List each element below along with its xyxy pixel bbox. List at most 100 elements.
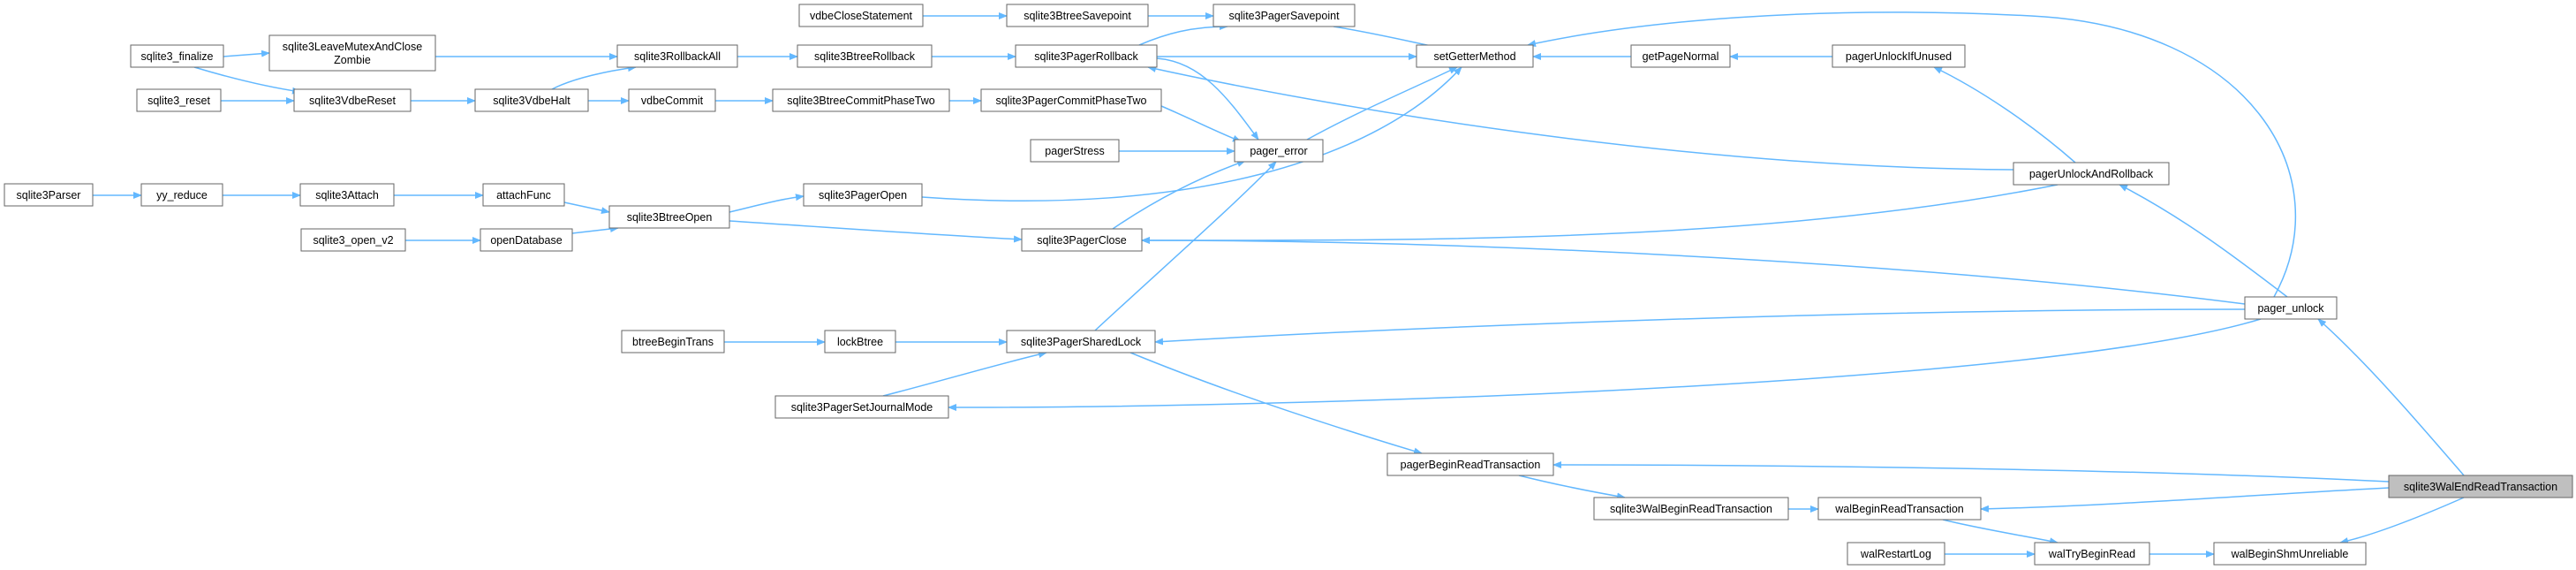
node-label: sqlite3WalBeginReadTransaction [1610, 503, 1772, 515]
node-box [980, 88, 1162, 112]
node-box [299, 183, 395, 207]
node-vdbeCommit[interactable]: vdbeCommit [628, 88, 716, 112]
node-label: sqlite3PagerSharedLock [1021, 336, 1142, 348]
node-sqlite3BtreeRollback[interactable]: sqlite3BtreeRollback [797, 44, 933, 68]
node-label: sqlite3PagerSetJournalMode [791, 401, 933, 414]
node-walTryBeginRead[interactable]: walTryBeginRead [2034, 542, 2150, 566]
node-box [130, 44, 224, 68]
node-label: sqlite3_open_v2 [313, 234, 393, 247]
node-label: sqlite3_reset [147, 95, 210, 107]
edge-sqlite3PagerOpen-to-setGetterMethod [921, 66, 1462, 201]
node-pager_unlock[interactable]: pager_unlock [2244, 296, 2338, 320]
node-label: Zombie [334, 54, 371, 66]
node-box [1593, 497, 1789, 521]
node-pagerUnlockIfUnused[interactable]: pagerUnlockIfUnused [1832, 44, 1966, 68]
node-label: sqlite3BtreeSavepoint [1024, 10, 1131, 22]
node-box [2244, 296, 2338, 320]
node-box [293, 88, 412, 112]
node-yy_reduce[interactable]: yy_reduce [140, 183, 223, 207]
node-label: lockBtree [837, 336, 883, 348]
node-label: getPageNormal [1643, 50, 1719, 63]
node-sqlite3PagerSavepoint[interactable]: sqlite3PagerSavepoint [1212, 4, 1356, 27]
node-openDatabase[interactable]: openDatabase [480, 228, 573, 252]
edge-sqlite3WalEndReadTransaction-to-walBeginReadTransaction [1980, 487, 2390, 513]
node-label: pagerBeginReadTransaction [1401, 459, 1541, 471]
edge-pager_unlock-to-sqlite3PagerSetJournalMode [948, 318, 2262, 412]
node-lockBtree[interactable]: lockBtree [824, 330, 896, 353]
edge-sqlite3PagerSharedLock-to-pagerBeginReadTransaction [1129, 352, 1423, 455]
node-box [1006, 4, 1149, 27]
node-box [1847, 542, 1945, 566]
node-label: walBeginShmUnreliable [2231, 548, 2349, 560]
node-box [798, 4, 924, 27]
node-sqlite3_finalize[interactable]: sqlite3_finalize [130, 44, 224, 68]
node-layer: sqlite3_finalize sqlite3LeaveMutexAndClos… [4, 4, 2573, 566]
node-box [136, 88, 222, 112]
node-sqlite3WalEndReadTransaction[interactable]: sqlite3WalEndReadTransaction [2388, 475, 2573, 498]
node-box [2213, 542, 2367, 566]
node-sqlite3VdbeHalt[interactable]: sqlite3VdbeHalt [474, 88, 589, 112]
node-sqlite3BtreeCommitPhaseTwo[interactable]: sqlite3BtreeCommitPhaseTwo [772, 88, 950, 112]
edge-pager_unlock-to-sqlite3PagerClose [1141, 237, 2246, 305]
node-sqlite3PagerSetJournalMode[interactable]: sqlite3PagerSetJournalMode [774, 395, 949, 419]
node-box [772, 88, 950, 112]
node-sqlite3PagerSharedLock[interactable]: sqlite3PagerSharedLock [1006, 330, 1156, 353]
node-pagerUnlockAndRollback[interactable]: pagerUnlockAndRollback [2013, 162, 2170, 186]
node-label: pagerStress [1045, 145, 1104, 157]
node-box [1832, 44, 1966, 68]
node-label: pagerUnlockIfUnused [1846, 50, 1952, 63]
node-sqlite3BtreeOpen[interactable]: sqlite3BtreeOpen [608, 205, 730, 229]
node-label: vdbeCommit [641, 95, 704, 107]
node-setGetterMethod[interactable]: setGetterMethod [1416, 44, 1534, 68]
node-sqlite3Parser[interactable]: sqlite3Parser [4, 183, 94, 207]
node-label: sqlite3PagerClose [1037, 234, 1126, 247]
edge-sqlite3PagerRollback-to-pager_error [1156, 57, 1259, 141]
node-box [480, 228, 573, 252]
node-box [1006, 330, 1156, 353]
edge-pager_unlock-to-setGetterMethod [1527, 11, 2296, 298]
node-label: sqlite3RollbackAll [634, 50, 721, 63]
node-sqlite3RollbackAll[interactable]: sqlite3RollbackAll [616, 44, 738, 68]
node-walBeginReadTransaction[interactable]: walBeginReadTransaction [1817, 497, 1982, 521]
node-sqlite3PagerClose[interactable]: sqlite3PagerClose [1021, 228, 1143, 252]
node-label: walRestartLog [1860, 548, 1931, 560]
node-attachFunc[interactable]: attachFunc [482, 183, 565, 207]
node-label: sqlite3Attach [315, 189, 379, 201]
node-walBeginShmUnreliable[interactable]: walBeginShmUnreliable [2213, 542, 2367, 566]
node-sqlite3_open_v2[interactable]: sqlite3_open_v2 [300, 228, 406, 252]
edge-sqlite3BtreeOpen-to-sqlite3PagerClose [729, 220, 1023, 243]
node-sqlite3_reset[interactable]: sqlite3_reset [136, 88, 222, 112]
node-pager_error[interactable]: pager_error [1234, 139, 1324, 163]
node-sqlite3PagerCommitPhaseTwo[interactable]: sqlite3PagerCommitPhaseTwo [980, 88, 1162, 112]
node-pagerStress[interactable]: pagerStress [1030, 139, 1120, 163]
node-getPageNormal[interactable]: getPageNormal [1630, 44, 1731, 68]
node-walRestartLog[interactable]: walRestartLog [1847, 542, 1945, 566]
node-pagerBeginReadTransaction[interactable]: pagerBeginReadTransaction [1386, 452, 1554, 476]
edge-sqlite3PagerClose-to-pager_error [1112, 160, 1246, 230]
edge-sqlite3VdbeHalt-to-sqlite3RollbackAll [551, 65, 637, 90]
node-label: sqlite3_finalize [141, 50, 214, 63]
node-sqlite3PagerOpen[interactable]: sqlite3PagerOpen [803, 183, 923, 207]
node-box [482, 183, 565, 207]
node-sqlite3PagerRollback[interactable]: sqlite3PagerRollback [1015, 44, 1158, 68]
node-label: sqlite3PagerRollback [1034, 50, 1138, 63]
edge-pager_unlock-to-sqlite3PagerSharedLock [1154, 308, 2246, 346]
node-label: sqlite3VdbeReset [309, 95, 397, 107]
node-box [1015, 44, 1158, 68]
node-box [608, 205, 730, 229]
node-box [2013, 162, 2170, 186]
node-sqlite3BtreeSavepoint[interactable]: sqlite3BtreeSavepoint [1006, 4, 1149, 27]
node-label: sqlite3WalEndReadTransaction [2404, 481, 2557, 493]
edge-sqlite3PagerRollback-to-sqlite3PagerSavepoint [1138, 23, 1228, 46]
node-vdbeCloseStatement[interactable]: vdbeCloseStatement [798, 4, 924, 27]
node-label: sqlite3BtreeCommitPhaseTwo [787, 95, 934, 107]
node-sqlite3Attach[interactable]: sqlite3Attach [299, 183, 395, 207]
node-btreeBeginTrans[interactable]: btreeBeginTrans [621, 330, 725, 353]
node-label: yy_reduce [156, 189, 208, 201]
node-sqlite3VdbeReset[interactable]: sqlite3VdbeReset [293, 88, 412, 112]
edge-pagerUnlockAndRollback-to-pagerUnlockIfUnused [1933, 66, 2076, 163]
node-label: sqlite3PagerSavepoint [1228, 10, 1340, 22]
node-sqlite3WalBeginReadTransaction[interactable]: sqlite3WalBeginReadTransaction [1593, 497, 1789, 521]
